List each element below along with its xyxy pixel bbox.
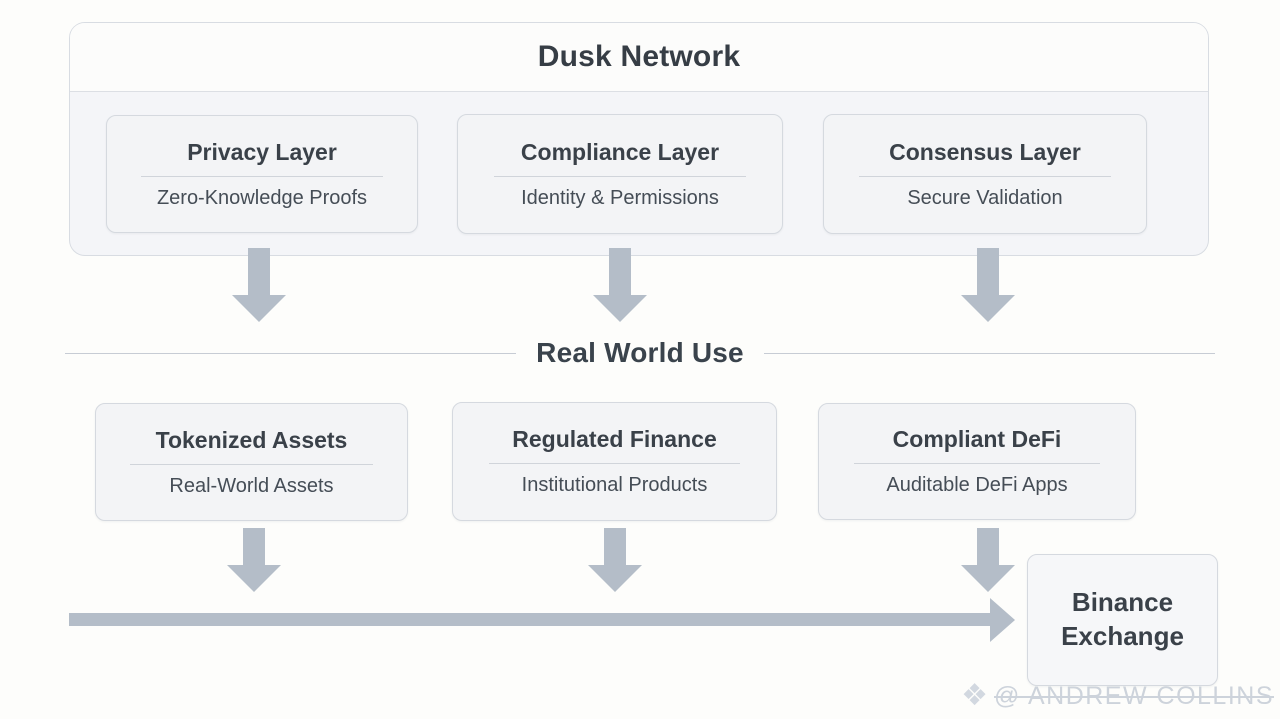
watermark-text: @ ANDREW COLLINS xyxy=(994,681,1274,710)
compliance-layer-card: Compliance Layer Identity & Permissions xyxy=(457,114,783,234)
card-subtitle: Auditable DeFi Apps xyxy=(886,474,1068,496)
diamond-logo-icon: ❖ xyxy=(961,679,989,712)
down-arrow-icon xyxy=(588,528,642,592)
watermark: ❖ @ ANDREW COLLINS xyxy=(961,681,1274,711)
card-subtitle: Secure Validation xyxy=(907,186,1063,209)
card-divider xyxy=(853,463,1101,464)
card-title: Consensus Layer xyxy=(889,138,1081,165)
card-title: Tokenized Assets xyxy=(155,426,348,453)
down-arrow-icon xyxy=(232,248,286,322)
down-arrow-icon xyxy=(593,248,647,322)
arrow-head xyxy=(961,565,1015,592)
right-arrow-head-icon xyxy=(990,598,1015,642)
arrow-head xyxy=(593,295,647,322)
arrow-stem xyxy=(248,248,270,295)
arrow-head xyxy=(961,295,1015,322)
arrow-stem xyxy=(977,528,999,565)
arrow-stem xyxy=(977,248,999,295)
card-subtitle: Zero-Knowledge Proofs xyxy=(156,186,368,209)
card-divider xyxy=(130,463,373,465)
privacy-layer-card: Privacy Layer Zero-Knowledge Proofs xyxy=(106,115,418,233)
flow-arrow-bar xyxy=(69,613,990,626)
card-title: Compliance Layer xyxy=(520,138,720,165)
consensus-layer-card: Consensus Layer Secure Validation xyxy=(823,114,1147,234)
arrow-head xyxy=(232,295,286,322)
compliant-defi-card: Compliant DeFi Auditable DeFi Apps xyxy=(818,403,1136,520)
down-arrow-icon xyxy=(227,528,281,592)
dusk-network-title: Dusk Network xyxy=(70,23,1208,92)
binance-exchange-card: Binance Exchange xyxy=(1027,554,1218,686)
real-world-use-label: Real World Use xyxy=(536,337,744,368)
card-subtitle: Identity & Permissions xyxy=(521,186,719,209)
divider-line-left xyxy=(65,352,517,354)
arrow-head xyxy=(588,565,642,592)
card-title: Privacy Layer xyxy=(187,138,337,165)
tokenized-assets-card: Tokenized Assets Real-World Assets xyxy=(95,403,408,521)
card-divider xyxy=(859,175,1111,177)
divider-line-right xyxy=(763,352,1215,354)
card-divider xyxy=(141,175,383,177)
card-divider xyxy=(493,175,747,177)
arrow-stem xyxy=(243,528,265,565)
arrow-stem xyxy=(604,528,626,565)
down-arrow-icon xyxy=(961,528,1015,592)
card-subtitle: Institutional Products xyxy=(521,474,708,496)
card-subtitle: Real-World Assets xyxy=(169,474,334,497)
card-title: Binance Exchange xyxy=(1061,587,1184,651)
card-title: Compliant DeFi xyxy=(892,426,1062,452)
regulated-finance-card: Regulated Finance Institutional Products xyxy=(452,402,777,521)
card-title: Regulated Finance xyxy=(512,426,717,452)
card-divider xyxy=(488,463,741,464)
down-arrow-icon xyxy=(961,248,1015,322)
real-world-use-divider: Real World Use xyxy=(65,334,1215,372)
arrow-head xyxy=(227,565,281,592)
arrow-stem xyxy=(609,248,631,295)
